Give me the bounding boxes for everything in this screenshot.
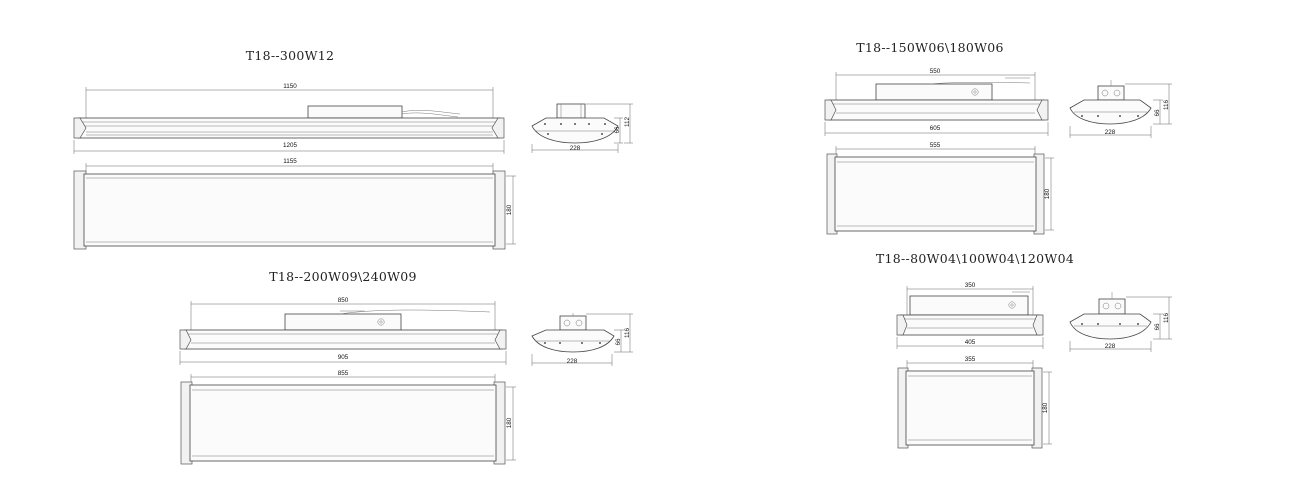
end-inner-height-label: 66: [614, 126, 621, 134]
fixture-body: [183, 329, 503, 350]
end-inner-height-label: 66: [615, 338, 622, 346]
plan-view: 1155 180: [73, 158, 516, 250]
end-outer-height-label: 116: [1163, 312, 1170, 323]
side-elevation: 1150 1205: [73, 83, 505, 154]
end-width-label: 228: [570, 145, 581, 152]
end-outer-height-label: 112: [624, 116, 631, 127]
side-elevation: 850 905: [179, 297, 507, 365]
plan-depth-label: 180: [1042, 402, 1049, 413]
model-80w04-drawing: T18--80W04\100W04\120W04 350 405 355: [876, 251, 1172, 449]
end-outer-height-label: 116: [1163, 99, 1170, 110]
model-title: T18--80W04\100W04\120W04: [876, 251, 1074, 266]
side-bottom-width-label: 905: [338, 354, 349, 361]
plan-width-label: 1155: [283, 158, 297, 165]
plan-width-label: 355: [965, 356, 976, 363]
model-title: T18--200W09\240W09: [269, 269, 417, 284]
plan-width-label: 855: [338, 370, 349, 377]
side-bottom-width-label: 605: [930, 125, 941, 132]
driver-box: [307, 105, 403, 119]
end-view: 228 66 116: [1069, 80, 1172, 138]
driver-box: [875, 83, 993, 101]
side-elevation: 350 405: [896, 282, 1044, 349]
plan-view: 555 180: [826, 142, 1054, 235]
end-view: 228 66 116: [1069, 292, 1172, 352]
model-title: T18--150W06\180W06: [856, 40, 1004, 55]
plan-depth-label: 180: [1044, 188, 1051, 199]
side-bottom-width-label: 1205: [283, 142, 298, 149]
side-top-width-label: 350: [965, 282, 976, 289]
end-inner-height-label: 66: [1154, 109, 1161, 117]
side-top-width-label: 550: [930, 68, 941, 75]
plan-depth-label: 180: [506, 204, 513, 215]
end-inner-height-label: 66: [1154, 323, 1161, 331]
plan-view: 855 180: [180, 370, 516, 465]
side-bottom-width-label: 405: [965, 339, 976, 346]
model-300w12-drawing: T18--300W12 1150 1205: [73, 48, 633, 250]
plan-lens: [834, 156, 1037, 232]
driver-box: [284, 313, 402, 331]
end-view: 228 66 116: [531, 313, 633, 366]
end-width-label: 228: [1105, 343, 1116, 350]
plan-lens: [905, 370, 1035, 446]
fixture-body: [899, 314, 1041, 336]
end-view: 228 66 112: [531, 103, 633, 153]
plan-view: 355 180: [897, 356, 1052, 449]
side-elevation: 550 605: [824, 68, 1049, 136]
end-outer-height-label: 116: [624, 327, 631, 338]
model-150w06-drawing: T18--150W06\180W06 550 605 55: [824, 40, 1172, 235]
plan-depth-label: 180: [506, 417, 513, 428]
driver-box: [909, 295, 1029, 316]
fixture-body: [828, 99, 1045, 121]
side-top-width-label: 1150: [283, 83, 297, 90]
plan-lens: [189, 384, 497, 462]
plan-lens: [83, 173, 496, 247]
model-200w09-drawing: T18--200W09\240W09 850 905 85: [179, 269, 633, 465]
end-width-label: 228: [1105, 129, 1116, 136]
plan-width-label: 555: [930, 142, 941, 149]
end-width-label: 228: [567, 358, 578, 365]
model-title: T18--300W12: [246, 48, 335, 63]
side-top-width-label: 850: [338, 297, 349, 304]
